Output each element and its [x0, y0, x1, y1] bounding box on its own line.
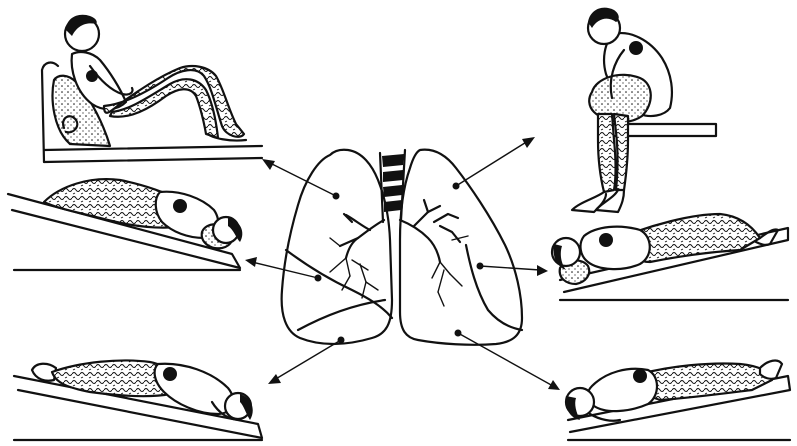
panel-prone-right	[566, 361, 790, 440]
right-lung-fissure-lower	[298, 300, 385, 330]
patient-legs	[104, 66, 244, 137]
drainage-site-dot	[629, 41, 643, 55]
arrow-to-upper-right	[456, 137, 535, 186]
trachea	[380, 150, 405, 222]
patient-torso	[581, 227, 650, 269]
right-lung-outline	[282, 150, 392, 344]
drainage-site-dot	[86, 70, 98, 82]
panel-side-lying-right	[552, 214, 788, 300]
left-bronchial-tree	[400, 200, 468, 306]
left-lung-fissure	[466, 245, 522, 330]
panel-sitting-forward	[572, 8, 716, 212]
right-bronchial-tree	[330, 214, 384, 298]
drainage-site-dot	[633, 369, 647, 383]
arrow-to-lower-left	[268, 340, 341, 384]
patient-legs	[598, 114, 616, 192]
drainage-site-dot	[173, 199, 187, 213]
panel-side-lying-left	[8, 179, 242, 270]
left-lung-outline	[400, 150, 522, 345]
drainage-site-dot	[599, 233, 613, 247]
panel-prone-left	[14, 360, 262, 440]
panel-semi-reclining-sitting	[42, 15, 262, 162]
patient-body	[640, 363, 772, 400]
drainage-site-dot	[163, 367, 177, 381]
arrow-to-middle-left	[245, 257, 318, 278]
lungs-illustration	[282, 150, 522, 345]
arrow-to-upper-left	[262, 159, 336, 196]
right-lung-fissure	[286, 250, 392, 318]
